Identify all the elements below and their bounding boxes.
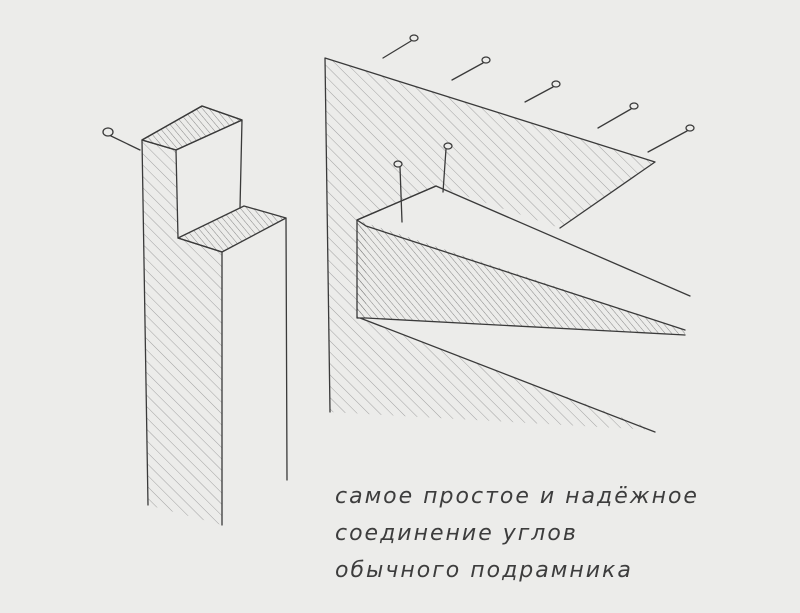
caption: самое простое и надёжное соединение угло… [335,478,775,589]
top-nails [382,34,695,153]
right-assembly-outline [324,57,691,433]
caption-line-2: соединение углов [335,521,578,546]
right-assembly [324,34,695,433]
beam-side-face [357,220,685,335]
caption-line-1: самое простое и надёжное [335,484,699,509]
beam-front-face [357,220,366,318]
left-post-outline [141,105,288,526]
left-post [102,105,288,526]
left-nail [102,127,141,151]
left-post-front-face [142,140,222,525]
beam-nails [393,142,453,223]
caption-line-3: обычного подрамника [335,558,633,583]
